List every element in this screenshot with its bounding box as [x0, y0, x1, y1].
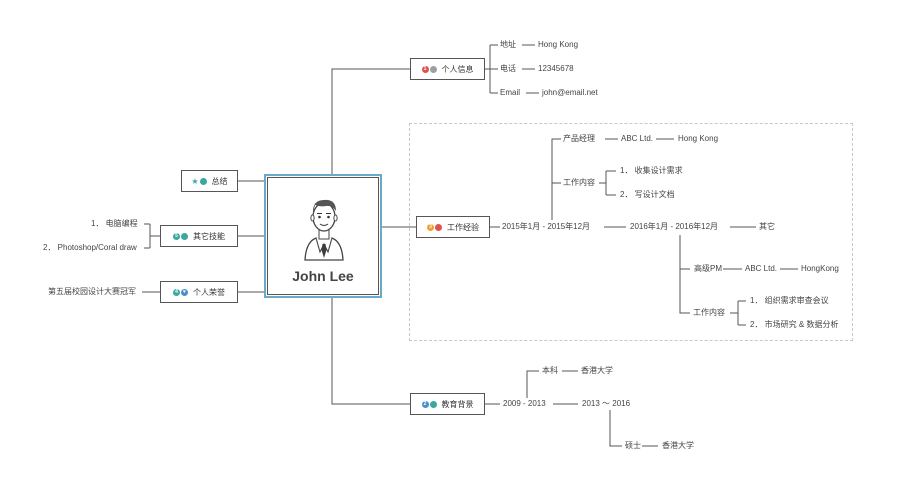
honors-icons: 4 ♥ [173, 288, 188, 296]
work2-task-1: 1． 组织需求审查会议 [750, 296, 829, 305]
email-key: Email [500, 88, 521, 97]
blue-number-icon: 2 [421, 400, 429, 408]
phone-key: 电话 [500, 64, 516, 73]
work2-task-2: 2． 市场研究 & 数据分析 [750, 320, 839, 329]
work1-company: ABC Ltd. [621, 134, 654, 143]
edu-school-1: 香港大学 [581, 366, 613, 375]
center-name: John Lee [292, 268, 354, 284]
address-value: Hong Kong [538, 40, 579, 49]
skill-item-2: 2． Photoshop/Coral draw [43, 243, 137, 252]
skills-icons: 5 [173, 232, 188, 240]
work2-company: ABC Ltd. [745, 264, 778, 273]
work-period-2: 2016年1月 - 2016年12月 [630, 222, 719, 231]
work-experience-group-frame [409, 123, 853, 341]
address-key: 地址 [500, 40, 516, 49]
honors-label: 个人荣誉 [193, 287, 225, 297]
work1-content-key: 工作内容 [563, 178, 595, 187]
teal-circle-icon [429, 400, 437, 408]
work-icons: 3 [427, 223, 442, 231]
honor-item-1: 第五届校园设计大赛冠军 [48, 287, 136, 296]
work1-location: Hong Kong [678, 134, 719, 143]
edu-period-1: 2009 - 2013 [503, 399, 546, 408]
star-icon: ★ [191, 176, 199, 186]
email-value: john@email.net [542, 88, 598, 97]
teal-circle-icon [199, 177, 207, 185]
work2-content-key: 工作内容 [693, 308, 725, 317]
education-label: 教育背景 [441, 399, 474, 409]
personal-info-label: 个人信息 [441, 64, 474, 74]
personal-info-icons: 1 [421, 65, 437, 73]
orange-number-icon: 3 [427, 223, 434, 231]
work-other: 其它 [759, 222, 775, 231]
teal-number-icon: 5 [173, 232, 180, 240]
red-number-icon: 1 [421, 65, 429, 73]
skill-item-1: 1． 电脑编程 [91, 219, 138, 228]
skills-label: 其它技能 [193, 231, 225, 241]
heart-icon: ♥ [181, 288, 188, 296]
red-circle-icon [435, 223, 442, 231]
skills-node[interactable]: 5 其它技能 [160, 225, 238, 247]
center-profile-node[interactable]: John Lee [264, 174, 382, 298]
teal-number-icon: 4 [173, 288, 180, 296]
work1-role-key: 产品经理 [563, 134, 595, 143]
phone-value: 12345678 [538, 64, 574, 73]
work1-task-2: 2． 写设计文档 [620, 190, 675, 199]
work1-task-1: 1． 收集设计需求 [620, 166, 683, 175]
education-node[interactable]: 2 教育背景 [410, 393, 485, 415]
summary-label: 总结 [211, 176, 228, 186]
summary-node[interactable]: ★ 总结 [181, 170, 238, 192]
education-icons: 2 [421, 400, 437, 408]
work-experience-node[interactable]: 3 工作经验 [416, 216, 490, 238]
edu-degree-1: 本科 [542, 366, 558, 375]
honors-node[interactable]: 4 ♥ 个人荣誉 [160, 281, 238, 303]
work2-location: HongKong [801, 264, 839, 273]
edu-school-2: 香港大学 [662, 441, 694, 450]
work-label: 工作经验 [447, 222, 479, 232]
teal-circle-icon [181, 232, 188, 240]
edu-degree-2: 硕士 [625, 441, 641, 450]
edu-period-2: 2013 ～ 2016 [582, 399, 631, 408]
summary-icons: ★ [191, 176, 207, 186]
avatar-icon [304, 199, 344, 261]
work-period-1: 2015年1月 - 2015年12月 [502, 222, 591, 231]
work2-role-key: 高级PM [694, 264, 722, 273]
gray-circle-icon [429, 65, 437, 73]
personal-info-node[interactable]: 1 个人信息 [410, 58, 485, 80]
